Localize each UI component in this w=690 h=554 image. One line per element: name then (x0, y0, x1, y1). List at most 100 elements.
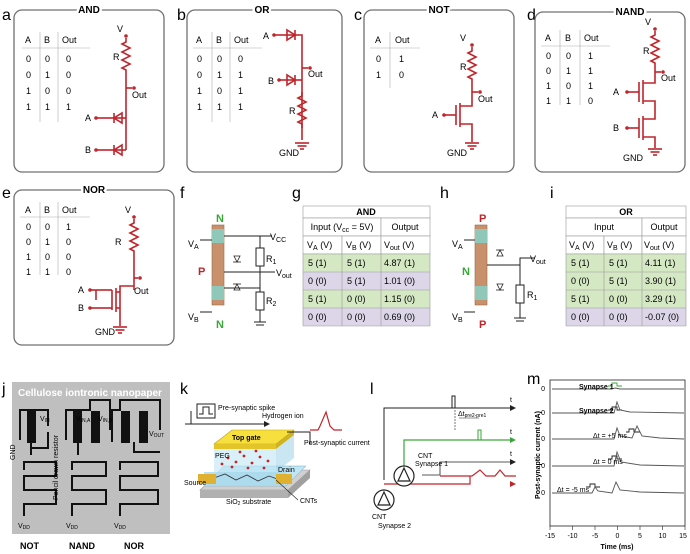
svg-text:Out: Out (584, 33, 599, 43)
svg-text:B: B (565, 33, 571, 43)
svg-text:0: 0 (566, 81, 571, 91)
svg-text:A: A (263, 31, 269, 41)
svg-text:B: B (44, 205, 50, 215)
svg-text:5 (1): 5 (1) (609, 258, 628, 268)
svg-text:Synapse 1: Synapse 1 (579, 384, 614, 391)
xtick: -15 (545, 533, 555, 540)
svg-text:1: 1 (238, 70, 243, 80)
svg-text:3.29 (1): 3.29 (1) (645, 294, 676, 304)
nanopaper-title: Cellulose iontronic nanopaper (18, 388, 162, 399)
panel-label-e: e (2, 185, 11, 202)
svg-text:R1: R1 (266, 254, 277, 266)
svg-text:0: 0 (45, 54, 50, 64)
svg-text:VOUT: VOUT (149, 431, 164, 439)
svg-text:0: 0 (197, 70, 202, 80)
svg-text:VDD: VDD (66, 523, 78, 531)
svg-text:0: 0 (566, 51, 571, 61)
svg-text:VA: VA (188, 239, 199, 251)
svg-text:0: 0 (66, 54, 71, 64)
svg-text:Post-synaptic current: Post-synaptic current (304, 440, 370, 447)
svg-text:VDD: VDD (114, 523, 126, 531)
svg-text:0 (0): 0 (0) (308, 276, 327, 286)
svg-text:V: V (645, 17, 651, 27)
panel-label-j: j (1, 381, 6, 398)
svg-text:VCC: VCC (270, 232, 286, 244)
panel-e-frame (13, 189, 175, 346)
svg-text:1: 1 (238, 102, 243, 112)
svg-text:R1: R1 (527, 290, 538, 302)
svg-text:1: 1 (66, 222, 71, 232)
svg-text:0: 0 (66, 237, 71, 247)
svg-text:Δt = +5 ms: Δt = +5 ms (593, 433, 627, 440)
caption-not: NOT (20, 541, 40, 551)
svg-text:AND: AND (356, 207, 376, 217)
nand-circuit: V R Out A B GND (613, 17, 676, 163)
svg-text:3.90 (1): 3.90 (1) (645, 276, 676, 286)
svg-text:t: t (510, 429, 512, 436)
svg-text:A: A (375, 35, 381, 45)
svg-text:CNTs: CNTs (300, 498, 318, 505)
svg-text:R: R (115, 237, 122, 247)
svg-text:Top gate: Top gate (232, 435, 261, 442)
svg-text:Vout: Vout (276, 268, 292, 280)
svg-text:0: 0 (45, 86, 50, 96)
svg-text:A: A (545, 33, 551, 43)
svg-text:Δtpre2-pre1: Δtpre2-pre1 (458, 411, 487, 419)
svg-text:5 (1): 5 (1) (609, 276, 628, 286)
xtick: 5 (638, 533, 642, 540)
svg-text:0: 0 (541, 490, 545, 497)
svg-text:PEG: PEG (215, 453, 230, 460)
svg-text:N: N (216, 213, 224, 225)
svg-text:1: 1 (588, 51, 593, 61)
svg-text:VDD: VDD (18, 523, 30, 531)
svg-text:0 (0): 0 (0) (571, 312, 590, 322)
svg-text:CNT: CNT (418, 453, 433, 460)
svg-text:0: 0 (541, 386, 545, 393)
svg-text:0: 0 (238, 54, 243, 64)
svg-text:1: 1 (238, 86, 243, 96)
svg-text:V: V (117, 24, 123, 34)
svg-text:1: 1 (197, 86, 202, 96)
svg-text:1: 1 (26, 267, 31, 277)
panel-label-c: c (354, 7, 362, 24)
svg-text:VIN: VIN (40, 416, 50, 424)
svg-text:1.15 (0): 1.15 (0) (384, 294, 415, 304)
svg-text:Input (Vcc = 5V): Input (Vcc = 5V) (311, 222, 374, 234)
svg-text:B: B (216, 35, 222, 45)
svg-text:0: 0 (399, 70, 404, 80)
not-title: NOT (428, 5, 449, 16)
svg-text:1: 1 (546, 96, 551, 106)
svg-text:P: P (479, 319, 486, 331)
xtick: 0 (616, 533, 620, 540)
xtick: 10 (659, 533, 667, 540)
svg-text:0: 0 (197, 54, 202, 64)
svg-text:t: t (510, 451, 512, 458)
svg-text:Out: Out (234, 35, 249, 45)
svg-text:1: 1 (26, 252, 31, 262)
svg-text:t: t (510, 397, 512, 404)
svg-text:VA: VA (452, 239, 463, 251)
svg-text:1: 1 (45, 70, 50, 80)
spike-timing-schematic: t Δtpre2-pre1 t t CNT Synapse 1 CNT Syna… (372, 395, 516, 530)
svg-text:Vout (V): Vout (V) (644, 240, 674, 252)
svg-text:Out: Out (395, 35, 410, 45)
svg-text:1: 1 (197, 102, 202, 112)
svg-text:Hydrogen ion: Hydrogen ion (262, 413, 304, 420)
and-measurement-table: AND Input (Vcc = 5V) Output VA (V) VB (V… (302, 205, 431, 327)
panel-c-frame (363, 9, 515, 173)
svg-text:1: 1 (26, 102, 31, 112)
panel-label-g: g (292, 185, 301, 202)
device-f: N P N VA VB VCC R1 R2 Vout (188, 213, 292, 331)
or-measurement-table: OR Input Output VA (V) VB (V) Vout (V) 5… (565, 205, 687, 327)
svg-text:GND: GND (10, 444, 17, 460)
svg-text:1: 1 (399, 54, 404, 64)
svg-text:Synapse 1: Synapse 1 (415, 461, 448, 468)
svg-text:VB: VB (452, 312, 463, 324)
svg-text:0 (0): 0 (0) (308, 312, 327, 322)
svg-text:VA (V): VA (V) (307, 240, 332, 252)
svg-text:Synapse 2: Synapse 2 (378, 523, 411, 530)
svg-text:0.69 (0): 0.69 (0) (384, 312, 415, 322)
svg-text:R2: R2 (266, 296, 277, 308)
